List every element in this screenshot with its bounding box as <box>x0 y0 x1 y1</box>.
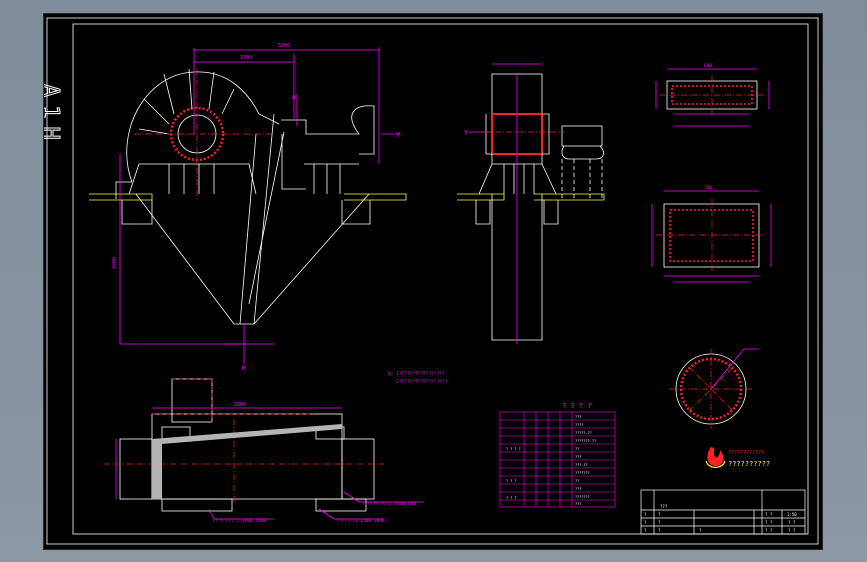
svg-text:? ? ?: ? ? ? <box>506 496 517 500</box>
plan-view-hopper-fill <box>152 424 342 499</box>
svg-text:? ?: ? ? <box>765 520 773 525</box>
svg-text:?: ? <box>658 512 661 517</box>
callout-1: ??????????2-3000 600 <box>362 501 416 507</box>
sheet-outer-frame <box>46 17 819 545</box>
section-detail-1[interactable] <box>655 68 770 127</box>
parts-table[interactable] <box>499 411 616 508</box>
cad-drawing-viewport[interactable]: A1H 5800 3700 3400 A Y R <box>44 14 822 549</box>
svg-text:??: ?? <box>575 447 579 451</box>
plan-dim-bottom: 2600 <box>234 402 246 408</box>
scale-cell: 1:50 <box>787 512 797 517</box>
svg-text:???????: ??????? <box>575 471 590 475</box>
svg-text:? ? ?: ? ? ? <box>506 479 517 483</box>
svg-text:????: ???? <box>575 423 583 427</box>
svg-text:???: ??? <box>575 455 581 459</box>
company-logo <box>705 447 726 468</box>
front-dim-side: 3400 <box>112 257 118 269</box>
callout-3: ???????2-1500 3000 <box>336 518 385 524</box>
section-detail-2[interactable] <box>651 190 772 283</box>
svg-text:?: ? <box>644 520 647 525</box>
svg-text:?????-??: ?????-?? <box>575 431 592 435</box>
front-dim-top-1: 5800 <box>278 43 290 49</box>
svg-text:???-??: ???-?? <box>575 463 588 467</box>
svg-text:???: ??? <box>575 487 581 491</box>
note-line-1: 注：1????????????????? <box>387 370 445 377</box>
sheet-inner-frame <box>72 23 809 535</box>
svg-text:???: ??? <box>575 415 581 419</box>
note-line-2: 2?????????????????? <box>396 379 448 385</box>
svg-text:?: ? <box>658 520 661 525</box>
logo-text-1: ???????????? <box>728 450 764 456</box>
front-dim-top-2: 3700 <box>240 55 252 61</box>
sheet-size-label: A1H <box>44 84 63 148</box>
svg-text:???????-??: ???????-?? <box>575 439 596 443</box>
svg-text:? ?: ? ? <box>788 520 796 525</box>
mark-A: A <box>292 94 296 101</box>
title-block-cells: ??? ??? ? ? ?? ?? ? ? ?? ? <box>644 512 796 533</box>
svg-text:? ?: ? ? <box>765 512 773 517</box>
front-view[interactable] <box>89 47 407 364</box>
title-cell: ??? <box>660 504 668 509</box>
mark-R: R <box>242 365 246 372</box>
callout-2: ?? 5 1?? 2-1600 2000 <box>212 518 266 524</box>
detail-dim-2: 700 <box>704 185 712 191</box>
title-block[interactable] <box>640 489 806 535</box>
svg-text:??: ?? <box>575 479 579 483</box>
svg-text:? ?: ? ? <box>765 528 773 533</box>
svg-text:???????: ??????? <box>575 495 590 499</box>
svg-text:?: ? <box>699 528 702 533</box>
side-view[interactable] <box>457 63 605 344</box>
svg-text:?: ? <box>644 528 647 533</box>
svg-text:?: ? <box>644 512 647 517</box>
svg-text:? ?: ? ? <box>788 528 796 533</box>
mark-Y2: Y <box>464 129 469 137</box>
mark-Y1: Y <box>396 131 401 139</box>
cad-drawing-canvas[interactable]: A1H 5800 3700 3400 A Y R <box>44 14 822 549</box>
logo-text-2: ?????????? <box>728 460 770 468</box>
svg-text:???: ??? <box>575 502 581 506</box>
detail-dim-1: 600 <box>704 63 712 69</box>
section-detail-3[interactable] <box>669 348 759 429</box>
parts-table-title: ? ? ? ? <box>562 402 592 410</box>
parts-table-cells: ? ? ? ? ? ? ? ? ? ? ??????? ?????-??????… <box>506 415 596 506</box>
svg-text:? ? ? ?: ? ? ? ? <box>506 447 521 451</box>
svg-text:?: ? <box>658 528 661 533</box>
